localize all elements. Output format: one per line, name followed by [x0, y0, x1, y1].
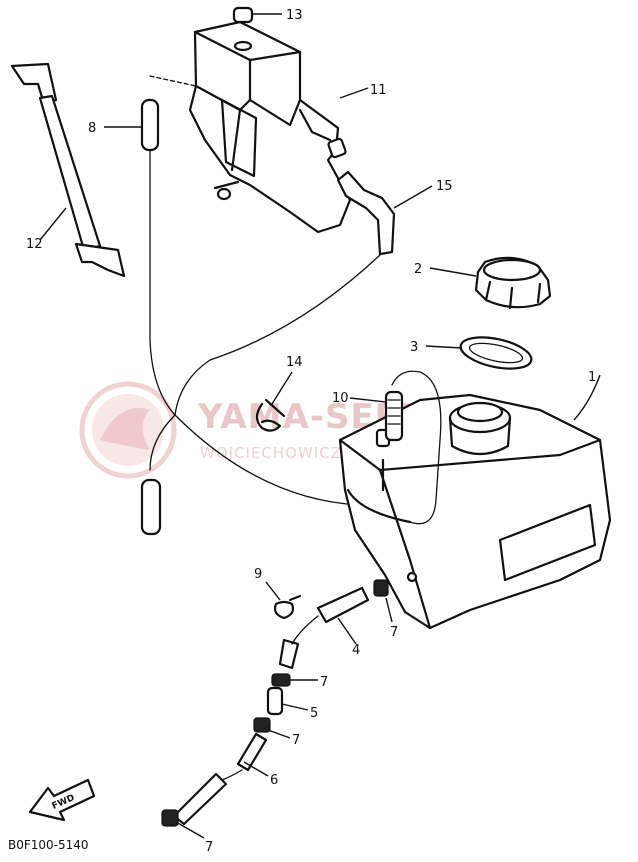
callout-7d: 7 [205, 840, 213, 855]
callout-9: 9 [254, 567, 262, 582]
callout-7a: 7 [390, 625, 398, 640]
part-7-clamp-b [271, 673, 318, 687]
part-13-reservoir-cap [232, 6, 282, 24]
callout-12: 12 [26, 237, 43, 252]
part-9-hose-clip [265, 581, 302, 620]
part-7-clamp-a [373, 579, 393, 623]
part-6-fuel-hose [172, 732, 269, 826]
part-7-clamp-d [161, 809, 205, 839]
callout-5: 5 [310, 706, 318, 721]
part-5-fuel-filter [266, 686, 309, 716]
part-15-breather-hose [336, 170, 433, 256]
callout-10: 10 [332, 391, 349, 406]
callout-11: 11 [370, 83, 387, 98]
callout-6: 6 [270, 773, 278, 788]
part-12-rubber-strap [10, 62, 126, 278]
callout-11-leader [339, 87, 369, 99]
callout-13: 13 [286, 8, 303, 23]
callout-15: 15 [436, 179, 453, 194]
callout-8: 8 [88, 121, 96, 136]
callout-2: 2 [414, 262, 422, 277]
part-7-clamp-c [253, 717, 291, 739]
front-direction-arrow-icon: FWD [28, 778, 96, 822]
part-1-fuel-tank [338, 374, 612, 630]
part-10-vent-hose [349, 370, 442, 525]
part-3-cap-gasket [425, 336, 533, 370]
callout-14: 14 [286, 355, 303, 370]
callout-7c: 7 [292, 733, 300, 748]
callout-4: 4 [352, 643, 360, 658]
part-11-reservoir-tank [188, 20, 352, 234]
callout-3: 3 [410, 340, 418, 355]
part-2-fuel-cap [429, 256, 552, 310]
callout-1: 1 [588, 370, 596, 385]
watermark-logo-icon [79, 381, 177, 479]
part-4-fuel-hose [278, 586, 370, 670]
diagram-code: B0F100-5140 [8, 838, 89, 852]
callout-7b: 7 [320, 675, 328, 690]
part-14-hose-clip [255, 371, 293, 432]
